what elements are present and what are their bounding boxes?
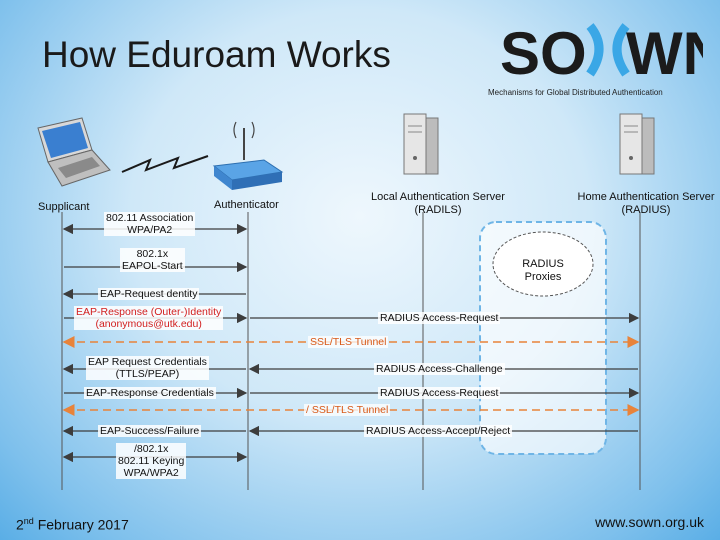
msg-eap-response-identity-line2: (anonymous@utk.edu) <box>95 318 202 330</box>
msg-keying-line1: /802.1x <box>133 443 169 455</box>
msg-eap-response-identity: EAP-Response (Outer-)Identity (anonymous… <box>74 306 224 330</box>
msg-association: 802.11 Association WPA/PA2 <box>104 212 196 236</box>
msg-keying-line3: WPA/WPA2 <box>123 467 179 479</box>
home-server-label: Home Authentication Server (RADIUS) <box>576 191 716 217</box>
msg-ssl-tunnel-2: / SSL/TLS Tunnel <box>304 404 391 416</box>
footer-date-day: 2 <box>16 516 24 533</box>
local-server-label-line2: (RADILS) <box>414 204 462 216</box>
msg-ssl-tunnel-1: SSL/TLS Tunnel <box>308 336 389 348</box>
msg-eap-request-credentials: EAP Request Credentials (TTLS/PEAP) <box>86 356 209 380</box>
home-server-label-line2: (RADIUS) <box>621 204 671 216</box>
supplicant-label: Supplicant <box>38 201 90 213</box>
proxy-cloud-icon <box>492 231 594 297</box>
local-server-icon <box>403 113 439 175</box>
home-server-icon <box>619 113 655 175</box>
msg-eap-response-identity-line1: EAP-Response (Outer-)Identity <box>76 306 222 318</box>
logo-tagline: Mechanisms for Global Distributed Authen… <box>488 88 663 97</box>
msg-eap-success: EAP-Success/Failure <box>98 425 202 437</box>
proxies-label-line1: RADIUS <box>522 258 564 270</box>
footer-url: www.sown.org.uk <box>595 514 704 530</box>
footer-date-suffix: nd <box>23 516 34 526</box>
msg-eap-request-identity: EAP-Request dentity <box>98 288 200 300</box>
msg-radius-access-request-1: RADIUS Access-Request <box>378 312 501 324</box>
laptop-icon <box>37 117 111 187</box>
page-title: How Eduroam Works <box>42 34 391 75</box>
msg-eapol-start-line2: EAPOL-Start <box>122 260 183 272</box>
msg-eap-request-credentials-line1: EAP Request Credentials <box>88 356 207 368</box>
authenticator-label: Authenticator <box>214 199 279 211</box>
msg-association-line2: WPA/PA2 <box>127 224 173 236</box>
msg-eapol-start: 802.1x EAPOL-Start <box>120 248 185 272</box>
msg-association-line1: 802.11 Association <box>106 212 194 224</box>
msg-eap-response-credentials: EAP-Response Credentials <box>84 387 216 399</box>
local-server-label: Local Authentication Server (RADILS) <box>368 191 508 217</box>
msg-radius-access-challenge: RADIUS Access-Challenge <box>374 363 505 375</box>
proxies-label: RADIUS Proxies <box>508 258 578 284</box>
footer-date: 2nd February 2017 <box>16 516 129 533</box>
wireless-link-icon <box>121 155 209 173</box>
proxies-label-line2: Proxies <box>524 271 562 283</box>
access-point-icon <box>212 121 284 190</box>
msg-keying-line2: 802.11 Keying <box>118 455 185 467</box>
msg-radius-access-accept: RADIUS Access-Accept/Reject <box>364 425 513 437</box>
msg-radius-access-request-2: RADIUS Access-Request <box>378 387 501 399</box>
footer-date-rest: February 2017 <box>33 516 129 533</box>
msg-keying: /802.1x 802.11 Keying WPA/WPA2 <box>116 443 187 479</box>
msg-eap-request-credentials-line2: (TTLS/PEAP) <box>115 368 180 380</box>
msg-eapol-start-line1: 802.1x <box>136 248 169 260</box>
local-server-label-line1: Local Authentication Server <box>371 191 505 203</box>
logo-text-so: SO <box>500 20 587 87</box>
home-server-label-line1: Home Authentication Server <box>577 191 715 203</box>
